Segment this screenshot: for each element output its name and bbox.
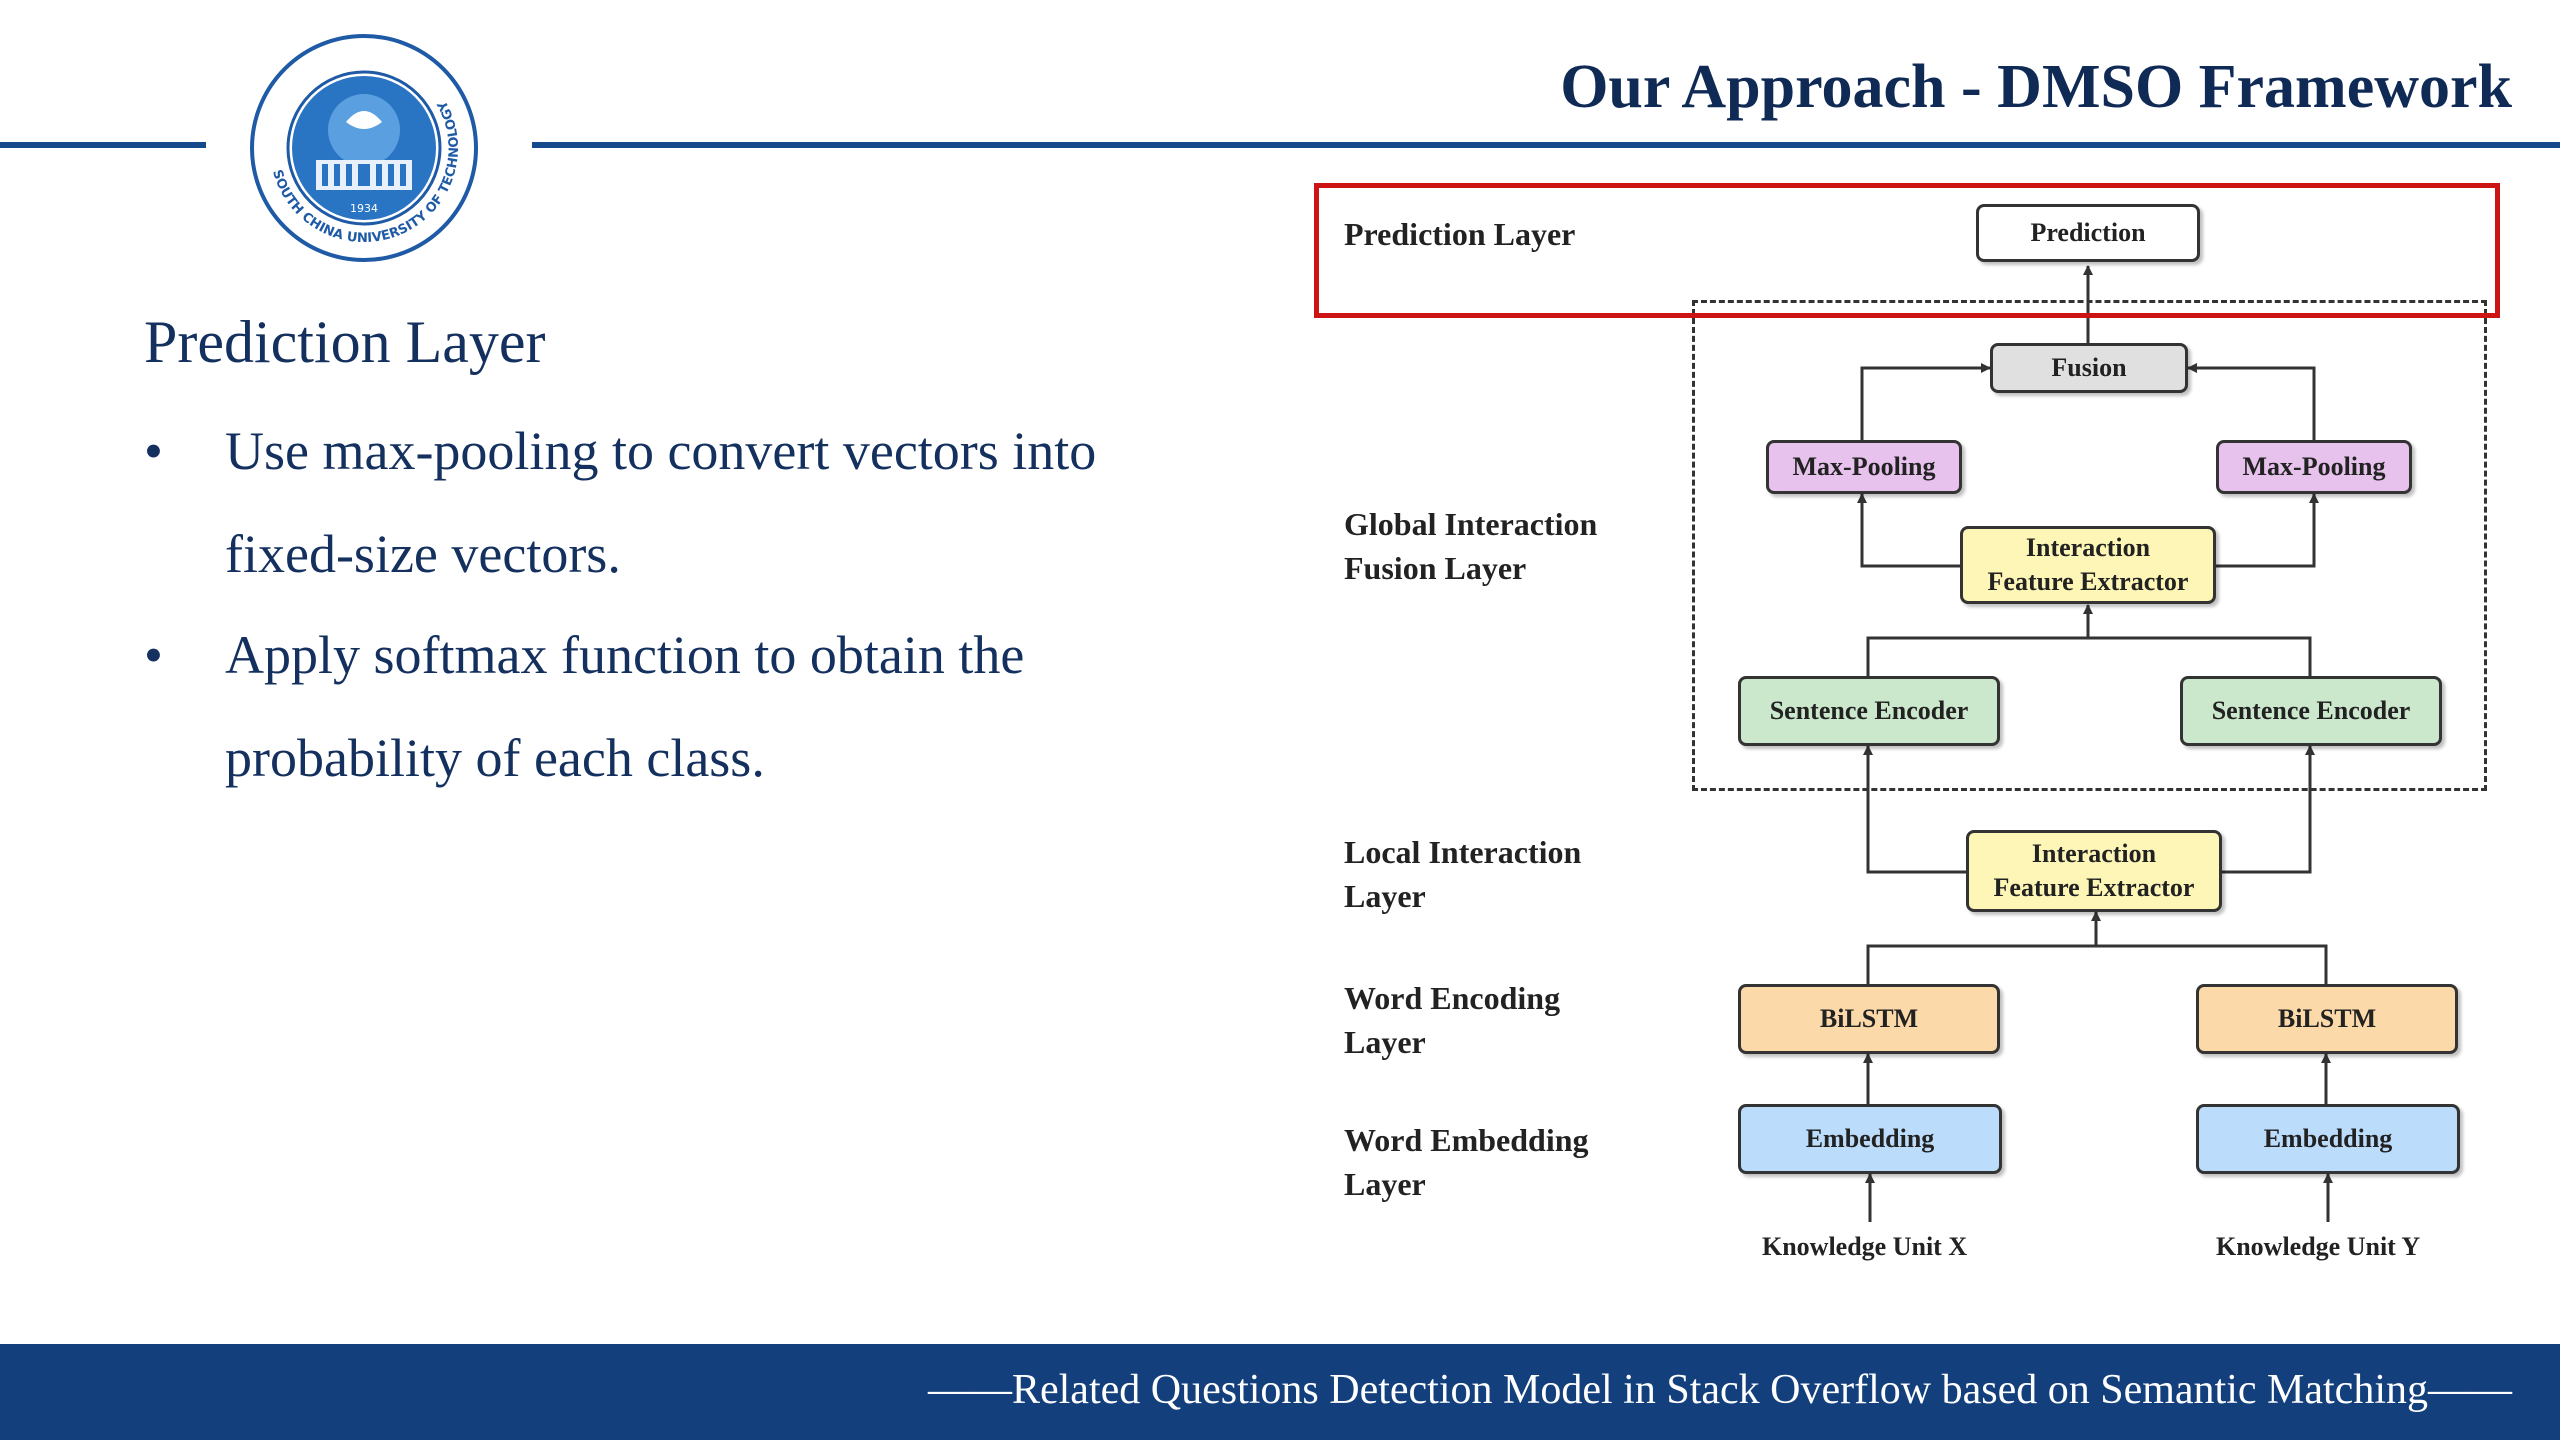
seal-year: 1934	[350, 202, 378, 215]
global-extractor-line-1: Interaction	[2025, 533, 2151, 562]
bullet-2-line-2: probability of each class.	[225, 728, 765, 788]
footer-bar	[0, 1344, 2560, 1440]
bilstm-right-node: BiLSTM	[2196, 984, 2458, 1054]
layer-label-global-line-1: Global Interaction	[1344, 506, 1598, 542]
footer-text: ——Related Questions Detection Model in S…	[927, 1367, 2512, 1413]
bullet-marker: •	[144, 625, 163, 685]
embedding-left-node: Embedding	[1738, 1104, 2002, 1174]
layer-label-embedding-line-1: Word Embedding	[1344, 1122, 1589, 1158]
section-heading: Prediction Layer	[144, 309, 546, 375]
layer-label-global-line-2: Fusion Layer	[1344, 550, 1527, 586]
fusion-node: Fusion	[1990, 343, 2188, 393]
global-interaction-extractor-node: Interaction Feature Extractor	[1960, 526, 2216, 604]
layer-label-prediction: Prediction Layer	[1344, 216, 1576, 252]
input-knowledge-unit-x: Knowledge Unit X	[1762, 1232, 1968, 1261]
layer-label-encoding-line-1: Word Encoding	[1344, 980, 1561, 1016]
max-pooling-left-node: Max-Pooling	[1766, 440, 1962, 494]
layer-label-embedding-line-2: Layer	[1344, 1166, 1426, 1202]
local-extractor-line-2: Feature Extractor	[1993, 873, 2195, 902]
header-rule-left	[0, 142, 206, 148]
max-pooling-right-node: Max-Pooling	[2216, 440, 2412, 494]
layer-label-local-line-2: Layer	[1344, 878, 1426, 914]
input-knowledge-unit-y: Knowledge Unit Y	[2216, 1232, 2421, 1261]
local-interaction-extractor-node: Interaction Feature Extractor	[1966, 830, 2222, 912]
layer-label-encoding-line-2: Layer	[1344, 1024, 1426, 1060]
embedding-right-node: Embedding	[2196, 1104, 2460, 1174]
bilstm-left-node: BiLSTM	[1738, 984, 2000, 1054]
prediction-layer-highlight	[1314, 183, 2500, 318]
bullet-2-line-1: Apply softmax function to obtain the	[225, 625, 1025, 685]
global-extractor-line-2: Feature Extractor	[1987, 567, 2189, 596]
university-seal-icon: SOUTH CHINA UNIVERSITY OF TECHNOLOGY 193…	[246, 30, 482, 266]
prediction-node: Prediction	[1976, 204, 2200, 262]
local-extractor-line-1: Interaction	[2031, 839, 2157, 868]
bullet-1-line-1: Use max-pooling to convert vectors into	[225, 421, 1097, 481]
bullet-1-line-2: fixed-size vectors.	[225, 524, 621, 584]
layer-label-local-line-1: Local Interaction	[1344, 834, 1582, 870]
header-rule-right	[532, 142, 2560, 148]
page-title: Our Approach - DMSO Framework	[1560, 53, 2512, 121]
sentence-encoder-left-node: Sentence Encoder	[1738, 676, 2000, 746]
bullet-marker: •	[144, 421, 163, 481]
sentence-encoder-right-node: Sentence Encoder	[2180, 676, 2442, 746]
